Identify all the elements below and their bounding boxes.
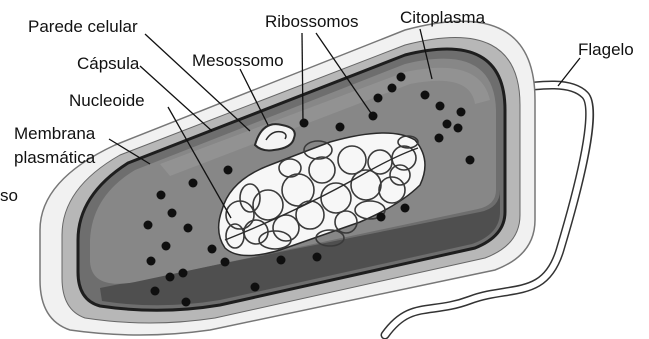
label-flagelo: Flagelo xyxy=(578,40,634,59)
ribosome xyxy=(224,166,233,175)
ribosome xyxy=(189,179,198,188)
ribosome xyxy=(162,242,171,251)
ribosome xyxy=(144,221,153,230)
label-ribossomos: Ribossomos xyxy=(265,12,359,31)
ribosome xyxy=(401,204,410,213)
ribosome xyxy=(221,258,230,267)
ribosome xyxy=(466,156,475,165)
ribosome xyxy=(454,124,463,133)
ribosome xyxy=(313,253,322,262)
label-capsula: Cápsula xyxy=(77,54,140,73)
ribosome xyxy=(397,73,406,82)
ribosome xyxy=(443,120,452,129)
ribosome xyxy=(374,94,383,103)
ribosome xyxy=(182,298,191,307)
ribosome xyxy=(184,224,193,233)
label-citoplasma: Citoplasma xyxy=(400,8,486,27)
ribosome xyxy=(157,191,166,200)
ribosome xyxy=(436,102,445,111)
label-membrana-line1: Membrana xyxy=(14,124,96,143)
ribosome xyxy=(168,209,177,218)
ribosome xyxy=(166,273,175,282)
ribosome xyxy=(151,287,160,296)
ribosome xyxy=(377,213,386,222)
ribosome xyxy=(388,84,397,93)
ribosome xyxy=(277,256,286,265)
ribosome xyxy=(147,257,156,266)
ribosome xyxy=(208,245,217,254)
label-parede-celular: Parede celular xyxy=(28,17,138,36)
leader-flagelo xyxy=(558,58,580,86)
ribosome xyxy=(251,283,260,292)
ribosome xyxy=(435,134,444,143)
ribosome xyxy=(336,123,345,132)
ribosome xyxy=(457,108,466,117)
ribosome xyxy=(300,119,309,128)
ribosome xyxy=(421,91,430,100)
label-nucleoide: Nucleoide xyxy=(69,91,145,110)
ribosome xyxy=(179,269,188,278)
label-membrana-line2: plasmática xyxy=(14,148,96,167)
label-cropped-fragment: so xyxy=(0,186,18,205)
label-mesossomo: Mesossomo xyxy=(192,51,284,70)
